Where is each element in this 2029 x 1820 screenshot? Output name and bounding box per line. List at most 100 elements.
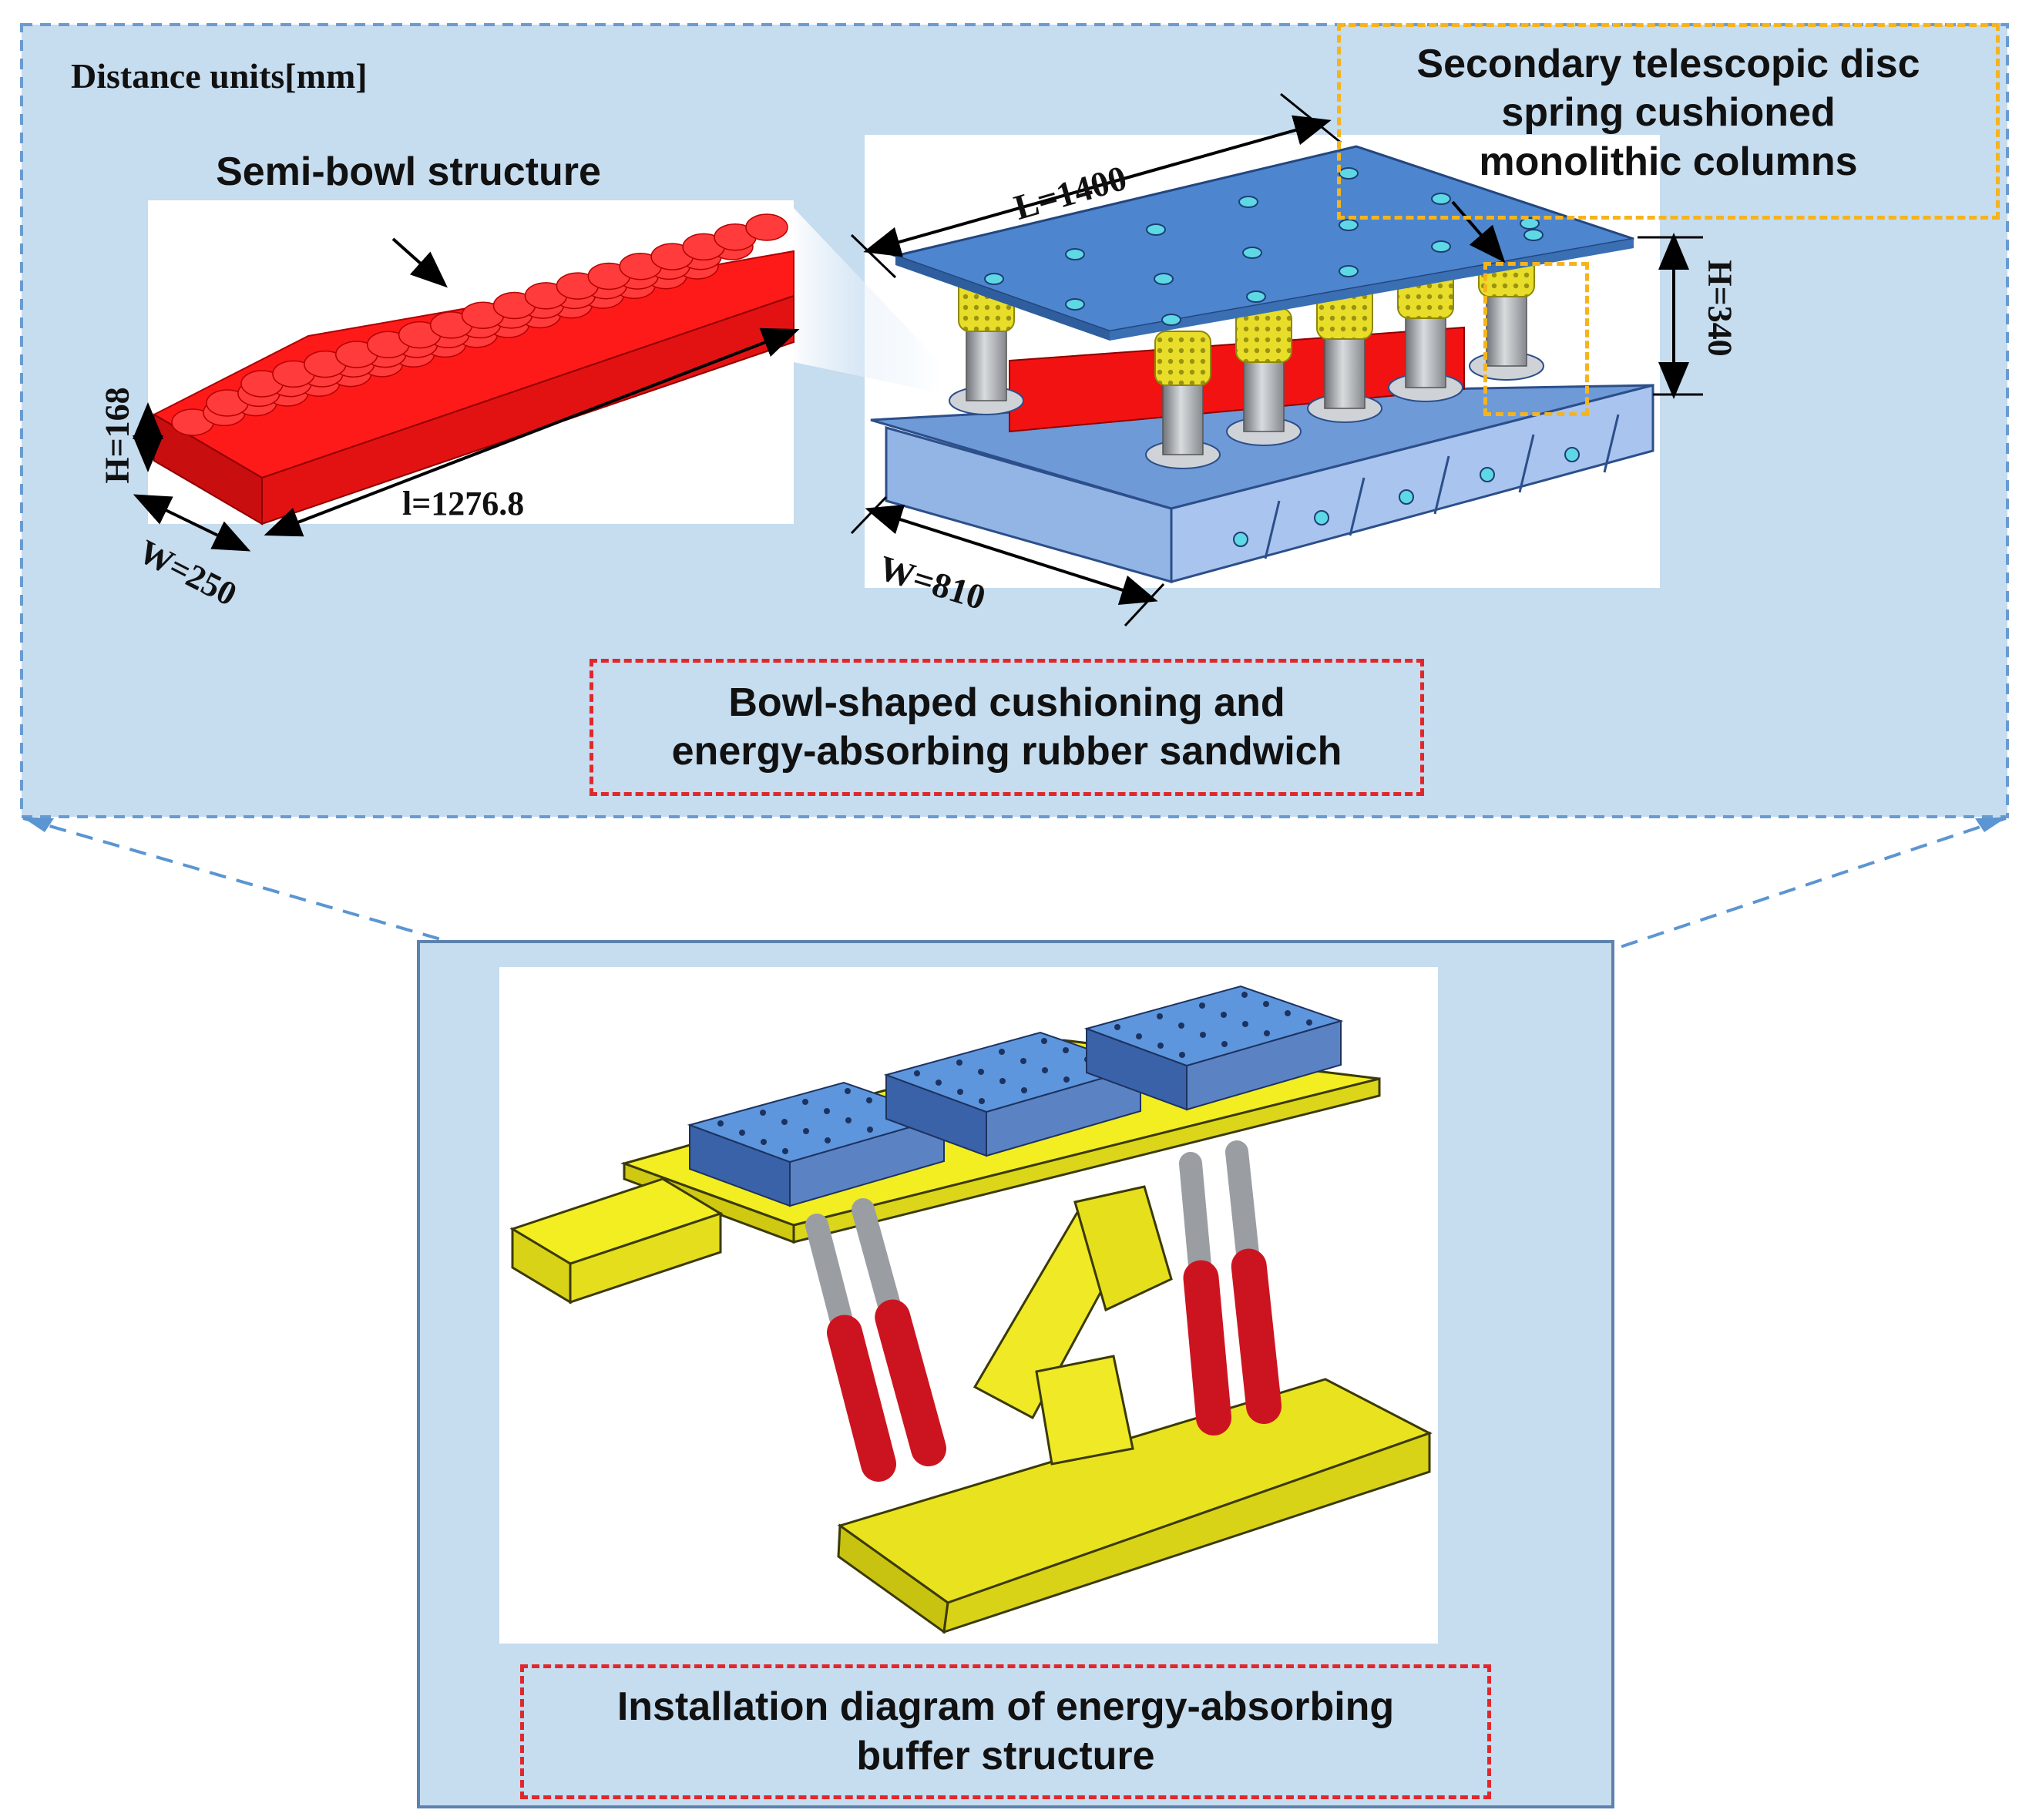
frame-hole	[1399, 489, 1414, 505]
dim-l-strip-line	[264, 327, 800, 537]
column-highlight-box	[1483, 262, 1589, 416]
secondary-label-line-1: Secondary telescopic disc	[1416, 42, 1920, 86]
canopy-block-hole	[956, 1059, 962, 1066]
install-label-box: Installation diagram of energy-absorbing…	[520, 1664, 1491, 1799]
plate-hole	[1431, 240, 1451, 253]
frame-hole	[1564, 447, 1580, 462]
plate-hole	[1065, 248, 1085, 260]
canopy-block-hole	[1221, 1012, 1227, 1018]
plate-hole	[1065, 298, 1085, 311]
semi-bowl-label: Semi-bowl structure	[216, 149, 601, 194]
units-label: Distance units[mm]	[71, 56, 368, 96]
canopy-block-hole	[1200, 1032, 1206, 1038]
canopy-block-hole	[1179, 1052, 1185, 1058]
canopy-block-hole	[1221, 1041, 1228, 1047]
canopy-block-hole	[867, 1127, 873, 1133]
leg-cylinder	[1183, 1260, 1231, 1436]
dim-w-strip-line	[133, 494, 251, 552]
canopy-block-hole	[936, 1080, 942, 1086]
canopy-block-hole	[781, 1119, 788, 1125]
column-rod	[966, 327, 1007, 401]
light-beam	[794, 208, 940, 393]
canopy-block-hole	[1242, 1021, 1248, 1027]
canopy-block-hole	[803, 1128, 809, 1134]
canopy-block-hole	[1306, 1019, 1312, 1026]
frame-rib	[1518, 434, 1535, 493]
secondary-label-box	[1337, 23, 2000, 220]
leg-piston	[1179, 1152, 1213, 1290]
dim-l-strip: l=1276.8	[402, 485, 525, 522]
canopy-block-hole	[1041, 1038, 1047, 1044]
canopy-block-hole	[1136, 1033, 1142, 1039]
dim-L-ext-right	[1280, 92, 1342, 144]
plate-hole	[1431, 193, 1451, 205]
canopy-block-hole	[1042, 1067, 1048, 1073]
canopy-block-hole	[1178, 1022, 1184, 1029]
canopy-block-hole	[1114, 1024, 1120, 1030]
canopy-block-hole	[914, 1070, 920, 1076]
canopy-block-hole	[824, 1108, 830, 1114]
canopy-block-hole	[825, 1137, 831, 1143]
frame-rib	[1349, 477, 1366, 536]
canopy-block-hole	[999, 1078, 1006, 1084]
secondary-label: Secondary telescopic disc spring cushion…	[1337, 40, 2000, 186]
leg-cylinder	[827, 1315, 896, 1482]
canopy-block-hole	[866, 1097, 872, 1103]
canopy-block-hole	[1241, 992, 1248, 998]
column-rod	[1243, 358, 1285, 432]
canopy-block-hole	[1063, 1076, 1070, 1083]
canopy-block-hole	[782, 1148, 788, 1154]
secondary-label-line-3: monolithic columns	[1479, 139, 1858, 184]
canopy-block-hole	[1157, 1043, 1164, 1049]
canopy-block-hole	[1264, 1030, 1270, 1036]
frame-hole	[1480, 467, 1495, 482]
plate-hole	[1161, 314, 1181, 326]
plate-hole	[1520, 217, 1540, 230]
semi-bowl-pointer	[391, 237, 448, 288]
sandwich-label-box: Bowl-shaped cushioning and energy-absorb…	[590, 659, 1424, 796]
canopy-block-hole	[717, 1120, 724, 1127]
install-label-line-1: Installation diagram of energy-absorbing	[616, 1684, 1395, 1730]
frame-hole	[1314, 510, 1329, 526]
dim-W-ext-left	[850, 495, 888, 535]
dim-W-line	[865, 505, 1158, 605]
plate-hole	[1154, 273, 1174, 285]
leg-cylinder	[1231, 1248, 1282, 1424]
plate-hole	[984, 273, 1004, 285]
canopy-block-hole	[1263, 1001, 1269, 1007]
frame-hole	[1233, 532, 1248, 547]
frame-rib	[1264, 500, 1281, 559]
install-label: Installation diagram of energy-absorbing…	[617, 1683, 1394, 1781]
dim-L-ext-left	[850, 233, 897, 279]
canopy-block-hole	[1020, 1058, 1026, 1064]
plate-hole	[1238, 196, 1258, 208]
canopy-block-hole	[1021, 1087, 1027, 1093]
dim-H-assembly: H=340	[1701, 260, 1739, 357]
canopy-block-top	[1083, 985, 1344, 1067]
canopy-block-hole	[1157, 1013, 1163, 1019]
frame-rib	[1433, 455, 1450, 515]
plate-hole	[1339, 265, 1359, 277]
bowl-bump	[745, 213, 788, 241]
plate-hole	[1339, 219, 1359, 231]
column-rod	[1162, 381, 1204, 455]
dim-W-ext-right	[1124, 583, 1165, 627]
canopy-block-hole	[802, 1099, 808, 1105]
column-rod	[1405, 314, 1446, 388]
leg-piston	[852, 1198, 905, 1329]
dim-h-strip: H=168	[98, 387, 136, 484]
install-label-line-2: buffer structure	[856, 1733, 1155, 1778]
plate-hole	[1242, 247, 1262, 259]
canopy-block-hole	[760, 1110, 766, 1116]
plate-hole	[1523, 229, 1544, 241]
canopy-block-hole	[845, 1117, 852, 1123]
plate-hole	[1246, 290, 1266, 303]
column-rod	[1324, 334, 1366, 409]
secondary-label-line-2: spring cushioned	[1501, 90, 1836, 136]
canopy-block-hole	[739, 1130, 745, 1136]
leg-cylinder	[875, 1299, 946, 1466]
frame-rib	[1603, 414, 1620, 473]
leg-piston	[805, 1214, 856, 1345]
